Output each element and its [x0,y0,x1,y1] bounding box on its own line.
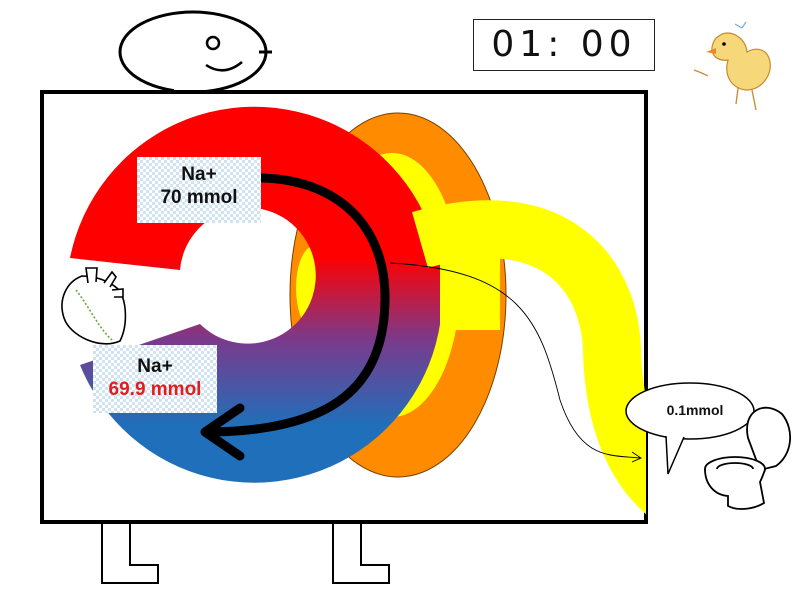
excreted-sodium-amount: 0.1mmol [666,402,724,418]
venous-sodium-ion: Na+ [137,356,173,377]
heart-icon [61,267,127,345]
filtration-line [389,262,641,459]
timer-display: 01: 00 [473,19,655,71]
venous-sodium-label: Na+ 69.9 mmol [93,345,217,413]
toilet-icon [704,406,792,510]
arterial-sodium-amount: 70 mmol [160,187,238,208]
arterial-sodium-ion: Na+ [181,164,217,185]
legs [101,522,390,584]
urine-tube [412,200,646,515]
venous-sodium-amount: 69.9 mmol [108,379,202,400]
face-icon [118,10,272,96]
flow-arrow-icon [200,173,390,461]
arterial-sodium-label: Na+ 70 mmol [137,157,261,223]
chick-icon [693,21,771,111]
